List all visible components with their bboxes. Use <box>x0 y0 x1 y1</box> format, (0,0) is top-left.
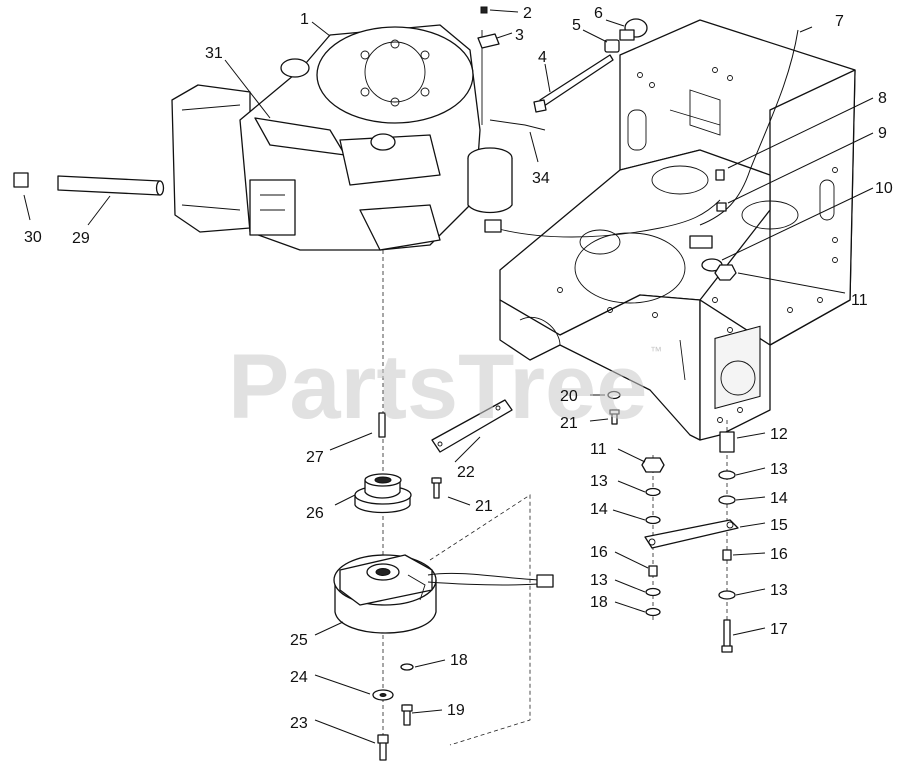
callout-14-b: 14 <box>770 490 788 507</box>
assembly-guide <box>429 494 531 746</box>
callout-labels: 1 2 3 4 5 6 7 8 9 10 11 31 34 30 29 27 2… <box>24 5 893 732</box>
electric-clutch-25 <box>333 554 554 634</box>
callout-19: 19 <box>447 702 465 719</box>
callout-18-upper: 18 <box>590 594 608 611</box>
callout-31: 31 <box>205 45 223 62</box>
callout-10: 10 <box>875 180 893 197</box>
linkage-rod <box>489 119 546 131</box>
hardware-stack-left <box>641 457 665 617</box>
callout-21-upper: 21 <box>560 415 578 432</box>
callout-16-b: 16 <box>770 546 788 563</box>
watermark: PartsTree <box>228 336 647 438</box>
callout-13-c: 13 <box>770 461 788 478</box>
bolt-19 <box>401 704 413 726</box>
callout-17: 17 <box>770 621 788 638</box>
callout-14-a: 14 <box>590 501 608 518</box>
small-hardware-top <box>477 6 737 281</box>
callout-23: 23 <box>290 715 308 732</box>
callout-30: 30 <box>24 229 42 246</box>
callout-4: 4 <box>538 49 547 66</box>
callout-13-a: 13 <box>590 473 608 490</box>
callout-34: 34 <box>532 170 550 187</box>
pipe-parts <box>13 172 165 196</box>
callout-2: 2 <box>523 5 532 22</box>
callout-8: 8 <box>878 90 887 107</box>
callout-26: 26 <box>306 505 324 522</box>
callout-1: 1 <box>300 11 309 28</box>
callout-20: 20 <box>560 388 578 405</box>
leader-lines <box>23 9 874 744</box>
key-27 <box>378 412 386 438</box>
callout-11-lower: 11 <box>590 441 607 458</box>
callout-3: 3 <box>515 27 524 44</box>
callout-6: 6 <box>594 5 603 22</box>
washer-20 <box>607 390 621 400</box>
callout-18-lower: 18 <box>450 652 468 669</box>
callout-15: 15 <box>770 517 788 534</box>
bracket-22 <box>431 399 513 453</box>
callout-27: 27 <box>306 449 324 466</box>
callout-24: 24 <box>290 669 308 686</box>
callout-25: 25 <box>290 632 308 649</box>
callout-16-a: 16 <box>590 544 608 561</box>
callout-9: 9 <box>878 125 887 142</box>
bolt-21-upper <box>609 409 620 425</box>
connector <box>484 219 713 249</box>
engine <box>171 24 513 251</box>
callout-11-upper: 11 <box>851 292 868 309</box>
callout-13-b: 13 <box>590 572 608 589</box>
wire-harness <box>494 199 721 238</box>
bolt-21-lower <box>431 477 442 499</box>
washer-24 <box>372 689 394 701</box>
hardware-stack-right <box>718 431 736 653</box>
callout-29: 29 <box>72 230 90 247</box>
washer-18-left <box>400 663 414 671</box>
callout-21-lower: 21 <box>475 498 493 515</box>
callout-5: 5 <box>572 17 581 34</box>
watermark-trademark: ™ <box>650 344 662 358</box>
callout-13-d: 13 <box>770 582 788 599</box>
callout-12: 12 <box>770 426 788 443</box>
bolt-23 <box>377 734 389 761</box>
mower-frame <box>499 19 856 441</box>
pulley-26 <box>354 473 412 514</box>
link-plate-15 <box>644 519 739 549</box>
callout-7: 7 <box>835 13 844 30</box>
callout-22: 22 <box>457 464 475 481</box>
